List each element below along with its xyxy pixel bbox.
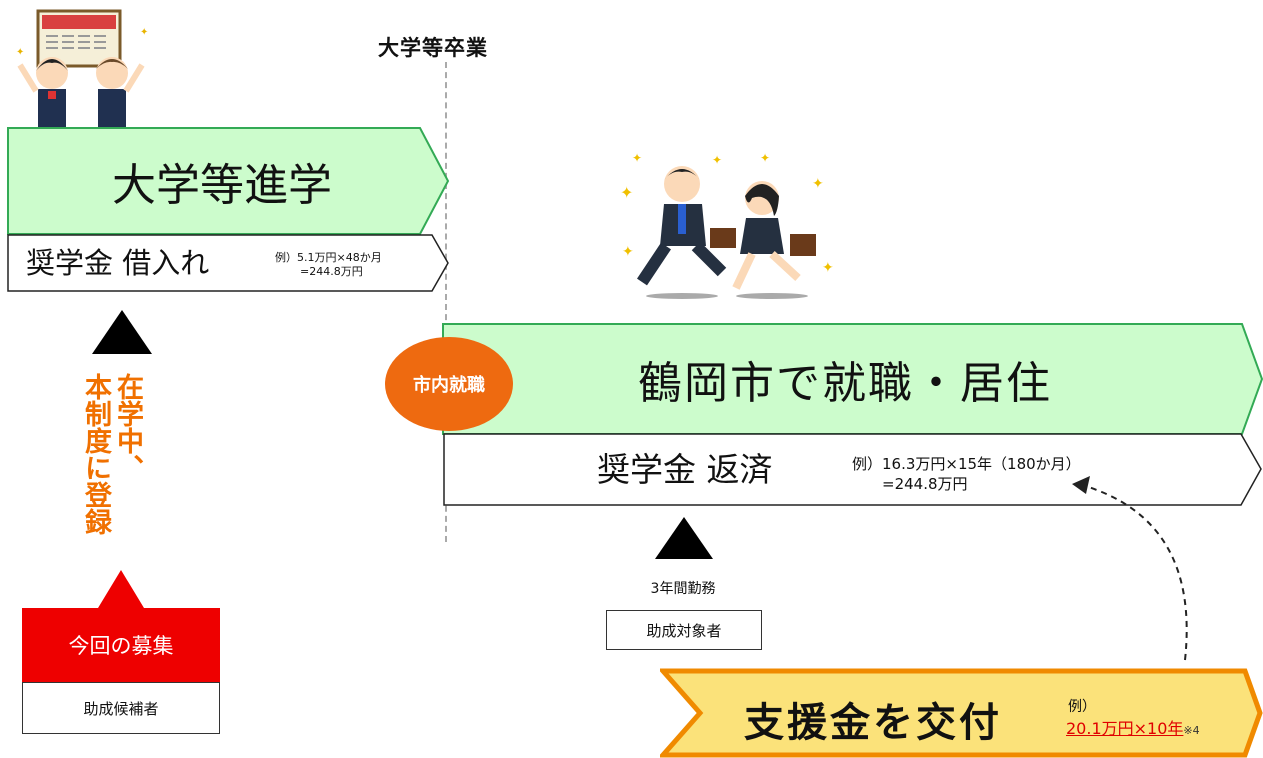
recruitment-sub-label: 助成候補者 bbox=[22, 682, 220, 734]
work-duration-label: 3年間勤務 bbox=[650, 581, 716, 597]
svg-text:✦: ✦ bbox=[140, 27, 148, 38]
repayment-title: 奨学金 返済 bbox=[597, 450, 773, 489]
grant-title: 支援金を交付 bbox=[744, 700, 1002, 746]
svg-text:✦: ✦ bbox=[760, 151, 770, 165]
local-job-badge: 市内就職 bbox=[385, 337, 513, 431]
grant-example-value: 20.1万円×10年 bbox=[1066, 719, 1184, 738]
loan-example-line1: 例）5.1万円×48か月 bbox=[275, 251, 382, 264]
grant-chevron bbox=[660, 668, 1263, 758]
repayment-example-line2: =244.8万円 bbox=[882, 475, 968, 493]
grant-example-note: ※4 bbox=[1183, 724, 1200, 737]
registration-text-line2: 本制度に登録 bbox=[80, 373, 111, 535]
registration-arrow-triangle bbox=[92, 310, 152, 354]
students-celebration-illustration: ✦✦ bbox=[16, 9, 148, 129]
recruitment-label: 今回の募集 bbox=[68, 634, 174, 658]
svg-text:✦: ✦ bbox=[622, 244, 634, 260]
local-job-title: 鶴岡市で就職・居住 bbox=[638, 358, 1052, 409]
svg-text:✦: ✦ bbox=[812, 176, 824, 192]
graduation-label: 大学等卒業 bbox=[378, 36, 488, 60]
recruitment-callout bbox=[22, 570, 220, 682]
university-title: 大学等進学 bbox=[112, 160, 332, 211]
target-recipient-label: 助成対象者 bbox=[606, 610, 762, 650]
svg-text:✦: ✦ bbox=[712, 153, 722, 167]
graduation-divider bbox=[445, 62, 447, 542]
workers-running-illustration: ✦ ✦ ✦ ✦ ✦ ✦ ✦ bbox=[620, 151, 834, 299]
svg-text:✦: ✦ bbox=[632, 151, 642, 165]
svg-text:✦: ✦ bbox=[822, 260, 834, 276]
university-chevron bbox=[7, 127, 450, 235]
work-arrow-triangle bbox=[655, 517, 713, 559]
registration-text-line1: 在学中、 bbox=[112, 373, 143, 481]
grant-example: 20.1万円×10年※4 bbox=[1066, 715, 1200, 739]
loan-title: 奨学金 借入れ bbox=[26, 246, 210, 280]
repayment-chevron bbox=[443, 433, 1262, 506]
loan-example-line2: =244.8万円 bbox=[300, 265, 363, 278]
svg-text:✦: ✦ bbox=[620, 183, 633, 202]
svg-text:✦: ✦ bbox=[16, 47, 24, 58]
loan-chevron bbox=[7, 234, 449, 292]
repayment-example-line1: 例）16.3万円×15年（180か月） bbox=[852, 455, 1081, 473]
grant-example-prefix: 例） bbox=[1068, 699, 1096, 715]
